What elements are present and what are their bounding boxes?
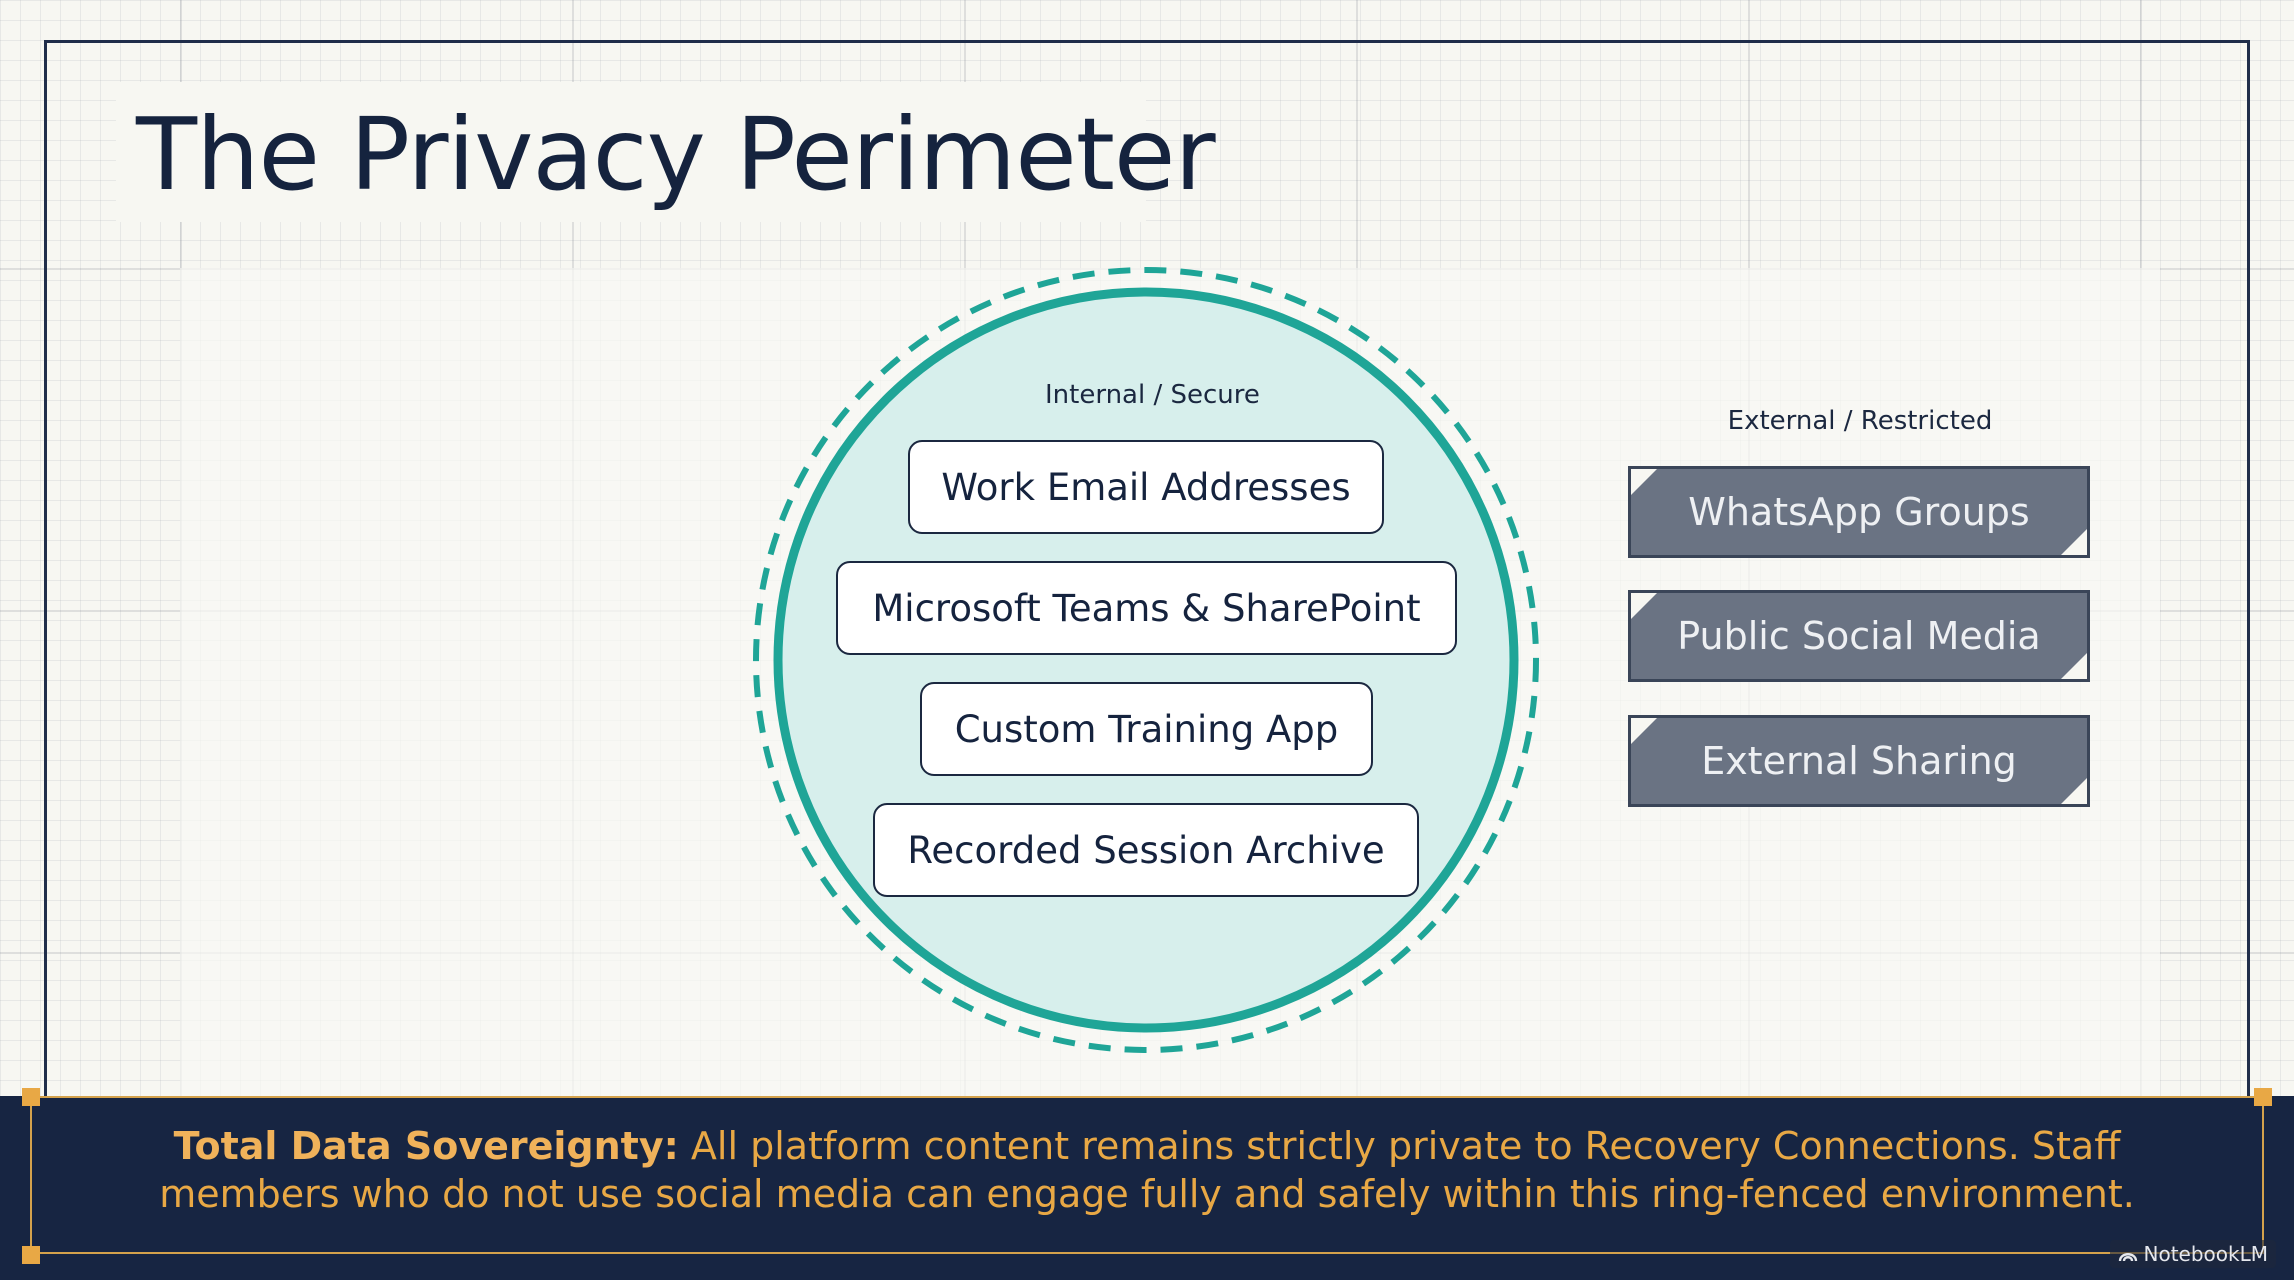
external-item-label: Public Social Media [1677, 614, 2041, 658]
corner-cut-icon [2061, 529, 2087, 555]
footer-banner [0, 1096, 2294, 1280]
external-item-whatsapp: WhatsApp Groups [1628, 466, 2090, 558]
page-title: The Privacy Perimeter [136, 96, 1216, 213]
external-zone-label: External / Restricted [1727, 406, 1993, 436]
internal-item-work-email: Work Email Addresses [908, 440, 1384, 534]
perimeter-outer-dashed-ring [753, 267, 1539, 1053]
footer-corner-marker [22, 1246, 40, 1264]
footer-message: Total Data Sovereignty: All platform con… [140, 1122, 2154, 1218]
external-item-social-media: Public Social Media [1628, 590, 2090, 682]
internal-zone-label: Internal / Secure [1045, 380, 1260, 410]
internal-item-teams-sharepoint: Microsoft Teams & SharePoint [836, 561, 1457, 655]
corner-cut-icon [2061, 778, 2087, 804]
internal-item-training-app: Custom Training App [920, 682, 1373, 776]
corner-cut-icon [1631, 718, 1657, 744]
watermark-brand: NotebookLM [2143, 1242, 2269, 1266]
corner-cut-icon [1631, 469, 1657, 495]
slide-frame [44, 40, 2250, 1100]
title-backdrop [116, 82, 1146, 222]
footer-corner-marker [2254, 1088, 2272, 1106]
corner-cut-icon [1631, 593, 1657, 619]
external-item-label: WhatsApp Groups [1688, 490, 2030, 534]
external-item-label: External Sharing [1701, 739, 2017, 783]
notebooklm-logo-icon [2118, 1253, 2137, 1262]
footer-line-1: All platform content remains strictly pr… [690, 1124, 2121, 1168]
notebooklm-watermark: NotebookLM [2109, 1240, 2276, 1268]
footer-corner-marker [22, 1088, 40, 1106]
corner-cut-icon [2061, 653, 2087, 679]
footer-border [30, 1096, 2264, 1254]
footer-line-2: members who do not use social media can … [159, 1172, 2135, 1216]
footer-heading: Total Data Sovereignty: [173, 1124, 679, 1168]
internal-item-session-archive: Recorded Session Archive [873, 803, 1419, 897]
external-item-external-sharing: External Sharing [1628, 715, 2090, 807]
